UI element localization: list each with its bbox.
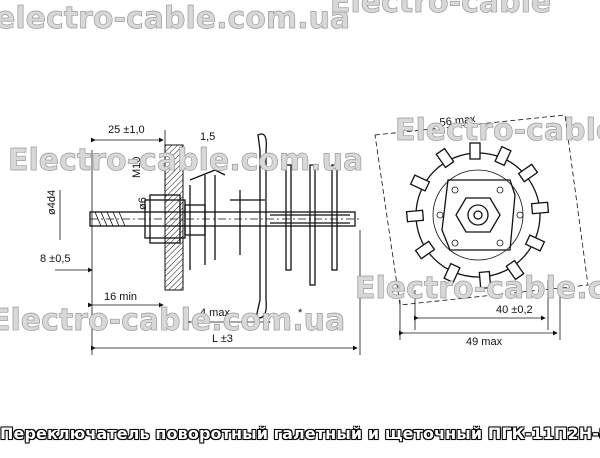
watermark-3: Electro-cable.com.ua [395, 113, 600, 148]
watermark-5: Electro-cable [330, 0, 551, 20]
dim-d6: ø6 [137, 197, 149, 210]
front-view: 56 max [374, 113, 589, 348]
caption: Переключатель поворотный галетный и щето… [0, 424, 600, 443]
side-view: 25 ±1,0 1,5 M10 ø6 ø4d4 8 ±0,5 16 [40, 124, 361, 355]
dim-8: 8 ±0,5 [40, 253, 71, 265]
dim-40: 40 ±0,2 [496, 304, 533, 316]
dim-56: 56 max [439, 113, 477, 129]
wafer-2 [309, 164, 316, 286]
wafer-1 [285, 164, 292, 271]
dim-m10: M10 [131, 157, 143, 178]
watermark-2: Electro-cable.com.ua [8, 143, 363, 178]
dim-49: 49 max [466, 336, 503, 348]
dim-16: 16 min [104, 291, 137, 303]
wafer-3 [331, 164, 338, 271]
watermark-6: Electro-cable.c [355, 271, 600, 306]
dim-1-5: 1,5 [200, 131, 215, 143]
dim-star: * [298, 307, 303, 319]
dim-25: 25 ±1,0 [108, 124, 145, 136]
watermark-1: electro-cable.com.ua [0, 1, 350, 36]
dim-d4: ø4d4 [46, 190, 58, 215]
dim-4: 4 max [200, 307, 230, 319]
mounting-panel [164, 144, 184, 291]
watermark-7: Electro-cable.com.ua [0, 303, 345, 338]
dim-L: L ±3 [212, 333, 233, 345]
